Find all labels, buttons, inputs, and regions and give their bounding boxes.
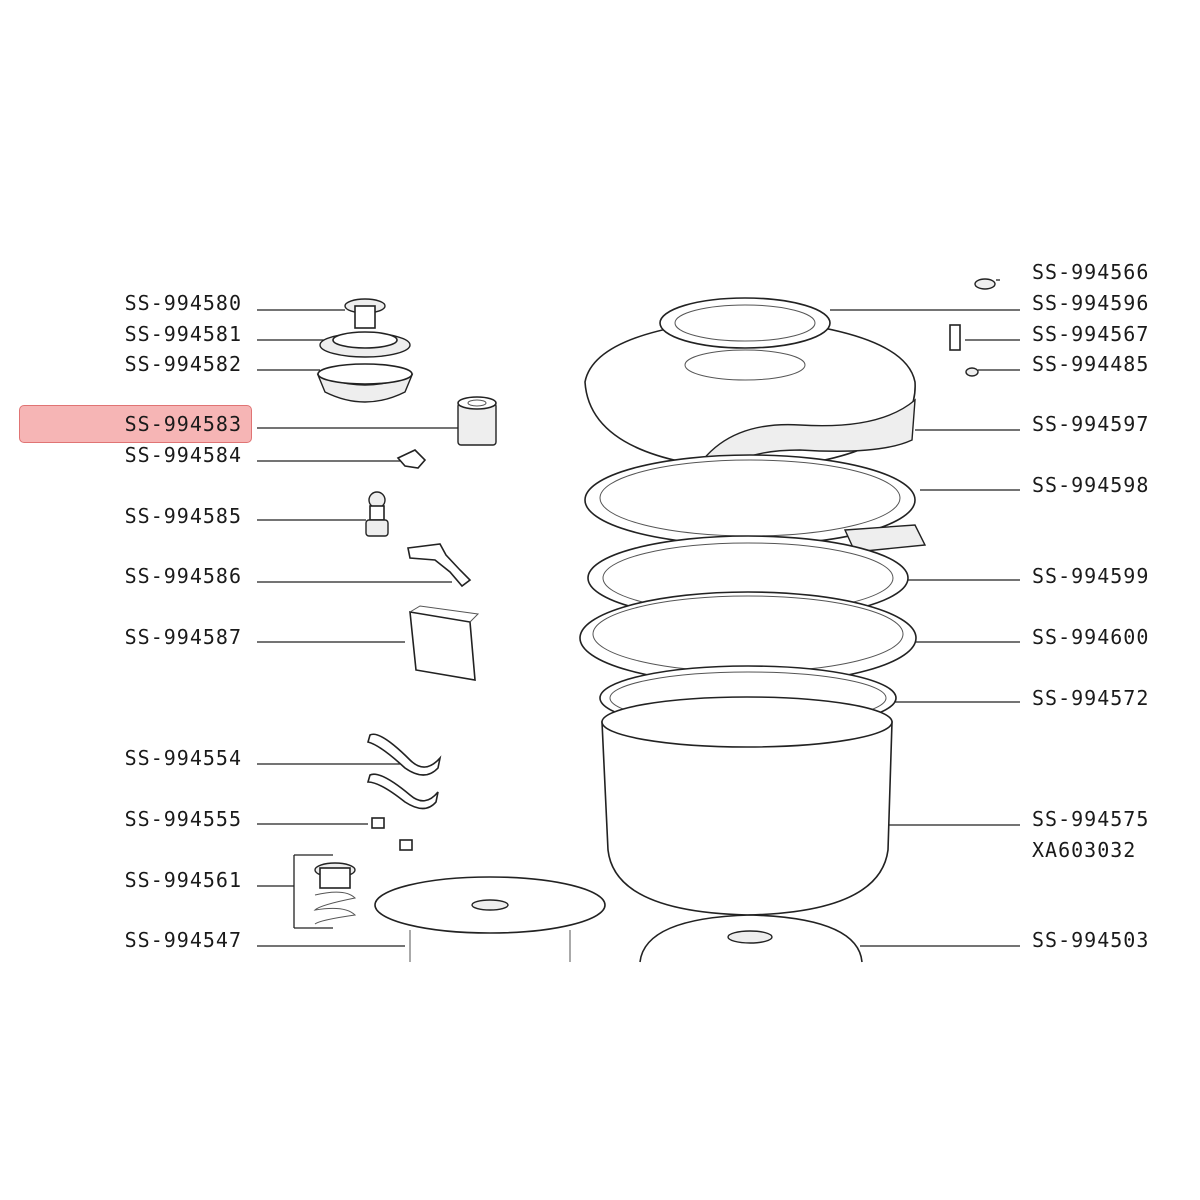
part-small-clip [396, 449, 427, 469]
part-inner-lid-ring [584, 454, 927, 553]
part-label: SS-994572 [1032, 686, 1150, 710]
part-label: SS-994597 [1032, 412, 1150, 436]
right-leader-lines [830, 279, 1020, 947]
part-label: SS-994598 [1032, 473, 1150, 497]
part-lid [584, 297, 916, 486]
part-valve-stem [365, 491, 389, 537]
part-label: SS-994599 [1032, 564, 1150, 588]
part-label: XA603032 [1032, 838, 1137, 862]
highlight-box [19, 405, 252, 443]
part-float-valve [313, 862, 357, 925]
part-label-highlighted: SS-994583 [124, 412, 242, 436]
part-cylinder-highlighted [457, 396, 497, 446]
part-label: SS-994581 [124, 322, 242, 346]
part-label: SS-994584 [124, 443, 242, 467]
part-right-small [949, 278, 996, 377]
part-label: SS-994547 [124, 928, 242, 952]
part-label: SS-994582 [124, 352, 242, 376]
part-inner-pot [601, 696, 893, 916]
part-rim-ring [579, 591, 917, 685]
part-label: SS-994586 [124, 564, 242, 588]
part-springs [366, 733, 442, 851]
part-label: SS-994596 [1032, 291, 1150, 315]
part-label: SS-994503 [1032, 928, 1150, 952]
part-base [639, 914, 863, 963]
part-label: SS-994554 [124, 746, 242, 770]
part-label: SS-994575 [1032, 807, 1150, 831]
part-handle-block [409, 605, 480, 681]
left-leader-lines [257, 309, 458, 947]
part-label: SS-994485 [1032, 352, 1150, 376]
part-label: SS-994580 [124, 291, 242, 315]
part-label: SS-994555 [124, 807, 242, 831]
part-lever [407, 543, 472, 588]
part-label: SS-994585 [124, 504, 242, 528]
part-label: SS-994587 [124, 625, 242, 649]
part-label: SS-994600 [1032, 625, 1150, 649]
part-label: SS-994567 [1032, 322, 1150, 346]
part-label: SS-994566 [1032, 260, 1150, 284]
part-steam-rack [374, 876, 606, 962]
part-valve-top [316, 298, 414, 403]
part-label: SS-994561 [124, 868, 242, 892]
